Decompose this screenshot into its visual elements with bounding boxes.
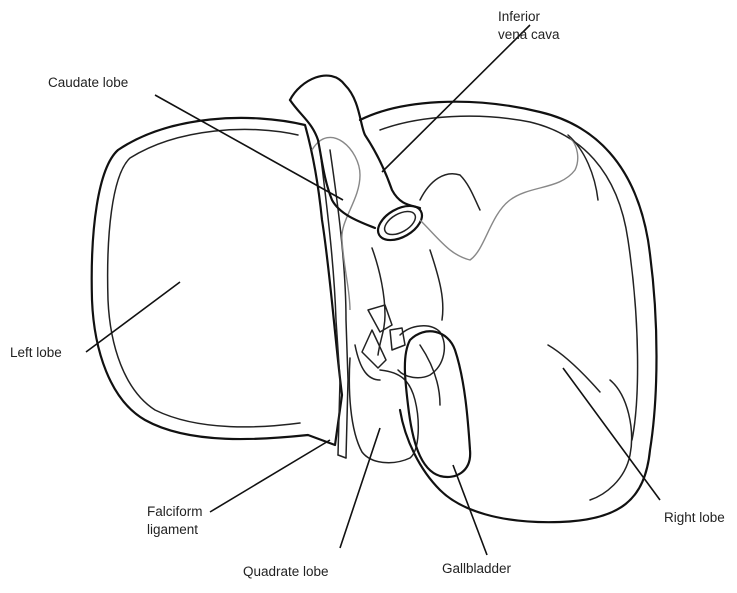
gallbladder-leader xyxy=(453,465,487,555)
caudate-lower-contour xyxy=(372,248,385,355)
ivc-label-line2: vena cava xyxy=(498,26,560,44)
falciform-label-line1: Falciform xyxy=(147,503,203,521)
quadrate-label: Quadrate lobe xyxy=(243,563,329,581)
left-lobe-outline xyxy=(92,118,342,445)
ivc-label: Inferior vena cava xyxy=(498,8,560,44)
right-lobe-outline xyxy=(360,102,657,522)
right-lobe-leader xyxy=(563,368,660,500)
right-lobe-label: Right lobe xyxy=(664,509,725,527)
ivc-label-line1: Inferior xyxy=(498,8,560,26)
caudate-leader xyxy=(155,95,343,200)
left-lobe-inner-contour xyxy=(108,129,300,427)
caudate-label: Caudate lobe xyxy=(48,74,128,92)
caudate-ridge xyxy=(312,137,360,310)
falciform-leader xyxy=(210,440,330,512)
gallbladder-label: Gallbladder xyxy=(442,560,511,578)
left-lobe-leader xyxy=(86,282,180,352)
falciform-label: Falciform ligament xyxy=(147,503,203,539)
ivc-leader xyxy=(382,25,530,172)
right-lobe-crease xyxy=(420,138,578,260)
falciform-label-line2: ligament xyxy=(147,521,203,539)
ivc-opening xyxy=(372,199,428,247)
left-lobe-label: Left lobe xyxy=(10,344,62,362)
porta-hepatis xyxy=(362,305,405,368)
